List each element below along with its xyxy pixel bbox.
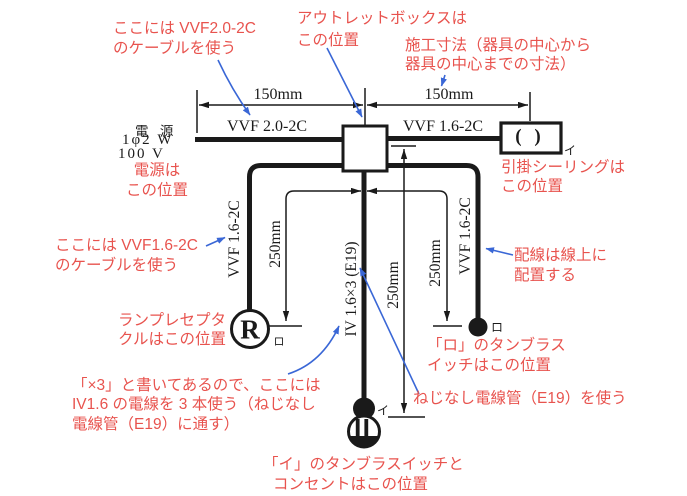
note-switch-ro: 「ロ」のタンブラス イッチはこの位置	[427, 336, 566, 376]
note-line: 電源は	[133, 162, 181, 179]
source-title: 電 源	[135, 124, 178, 139]
note-iv-wires: 「×3」と書いてあるので、ここには IV1.6 の電線を 3 本使う（ねじなし …	[72, 376, 321, 434]
note-conduit: ねじなし電線管（E19）を使う	[413, 389, 627, 409]
note-wiring-on-line: 配線は線上に 配置する	[514, 246, 607, 286]
mark-switch-i: イ	[376, 403, 390, 418]
cables	[195, 136, 501, 399]
mark-lamp-ro: ロ	[273, 336, 285, 348]
note-line: ここには VVF2.0-2C	[113, 20, 256, 37]
note-dimension-rule: 施工寸法（器具の中心から 器具の中心までの寸法）	[405, 36, 591, 74]
note-line: 「イ」のタンブラスイッチと	[263, 456, 464, 473]
cable-label-vvf16-lamp: VVF 1.6-2C	[226, 200, 243, 278]
outlet-icon	[347, 414, 381, 449]
note-line: この位置	[501, 178, 564, 195]
leader-vvf16-arrow	[205, 236, 226, 247]
note-outlet-box: アウトレットボックスは この位置	[297, 8, 467, 52]
switch-ro-cable	[386, 163, 481, 319]
source-voltage: 100 V	[118, 146, 165, 162]
note-line: 配線は線上に	[514, 247, 608, 264]
note-power-position: 電源は この位置	[115, 161, 199, 201]
note-vvf20: ここには VVF2.0-2C のケーブルを使う	[113, 19, 256, 59]
note-line: 器具の中心までの寸法）	[405, 56, 576, 73]
note-line: ねじなし電線管（E19）を使う	[413, 390, 627, 407]
note-line: IV1.6 の電線を 3 本使う（ねじなし	[72, 396, 316, 414]
note-line: 引掛シーリングは	[501, 159, 626, 176]
ceiling-receptacle-icon	[499, 121, 563, 155]
note-lamp: ランプレセプタ クルはこの位置	[118, 311, 226, 349]
note-line: 電線管（E19）に通す）	[72, 415, 240, 433]
note-switch-i: 「イ」のタンブラスイッチと コンセントはこの位置	[263, 455, 464, 495]
mark-switch-ro: ロ	[490, 320, 504, 335]
dimension-lines	[196, 88, 531, 418]
note-line: 施工寸法（器具の中心から	[405, 37, 592, 54]
note-ceiling: 引掛シーリングは この位置	[501, 158, 625, 196]
dim-250-switch-ro	[367, 187, 451, 321]
lamp-receptacle-letter: R	[240, 314, 260, 345]
note-line: イッチはこの位置	[427, 357, 552, 374]
leader-wiring-arrow	[485, 247, 514, 256]
source-spec: 1φ2 W	[122, 132, 174, 148]
note-line: のケーブルを使う	[113, 40, 237, 57]
cable-label-vvf20: VVF 2.0-2C	[226, 118, 308, 135]
conduit-label: IV 1.6×3 (E19)	[343, 241, 360, 337]
leader-outlet-box-arrow	[326, 47, 363, 118]
note-line: 配置する	[514, 267, 577, 284]
leader-conduit-arrow	[359, 267, 420, 395]
leader-vvf20-arrow	[217, 59, 251, 116]
note-line: 「×3」と書いてあるので、ここには	[72, 377, 321, 394]
dim-250-lamp	[282, 187, 361, 321]
switch-ro-icon	[468, 317, 488, 337]
cable-label-vvf16-switch: VVF 1.6-2C	[457, 197, 474, 275]
note-line: アウトレットボックスは	[297, 10, 468, 27]
device-symbols	[230, 121, 563, 449]
note-line: のケーブルを使う	[55, 257, 179, 274]
note-line: この位置	[297, 32, 360, 49]
dim-label-250-switch: 250mm	[427, 239, 444, 287]
lamp-receptacle-icon	[230, 309, 270, 349]
note-vvf16: ここには VVF1.6-2C のケーブルを使う	[55, 236, 198, 276]
switch-i-icon	[353, 397, 375, 420]
note-line: コンセントはこの位置	[273, 476, 429, 493]
dim-label-150-right: 150mm	[424, 86, 474, 103]
leader-dimension-arrow	[440, 74, 447, 87]
dim-label-250-lamp: 250mm	[267, 220, 284, 268]
note-line: 「ロ」のタンブラス	[427, 337, 566, 354]
dim-label-150-left: 150mm	[253, 86, 303, 103]
note-line: クルはこの位置	[118, 331, 227, 348]
note-line: ここには VVF1.6-2C	[55, 237, 198, 254]
note-line: この位置	[125, 182, 188, 199]
cable-label-vvf16-ceiling: VVF 1.6-2C	[402, 118, 484, 135]
mark-ceiling-i: イ	[563, 143, 577, 158]
dim-label-250-center: 250mm	[385, 261, 402, 309]
ceiling-symbol-glyph: ( )	[515, 126, 545, 147]
leader-iv-arrow	[287, 325, 340, 375]
note-line: ランプレセプタ	[118, 312, 227, 329]
leader-arrows	[205, 47, 514, 395]
outlet-box-icon	[341, 124, 389, 173]
lamp-cable	[247, 163, 344, 310]
